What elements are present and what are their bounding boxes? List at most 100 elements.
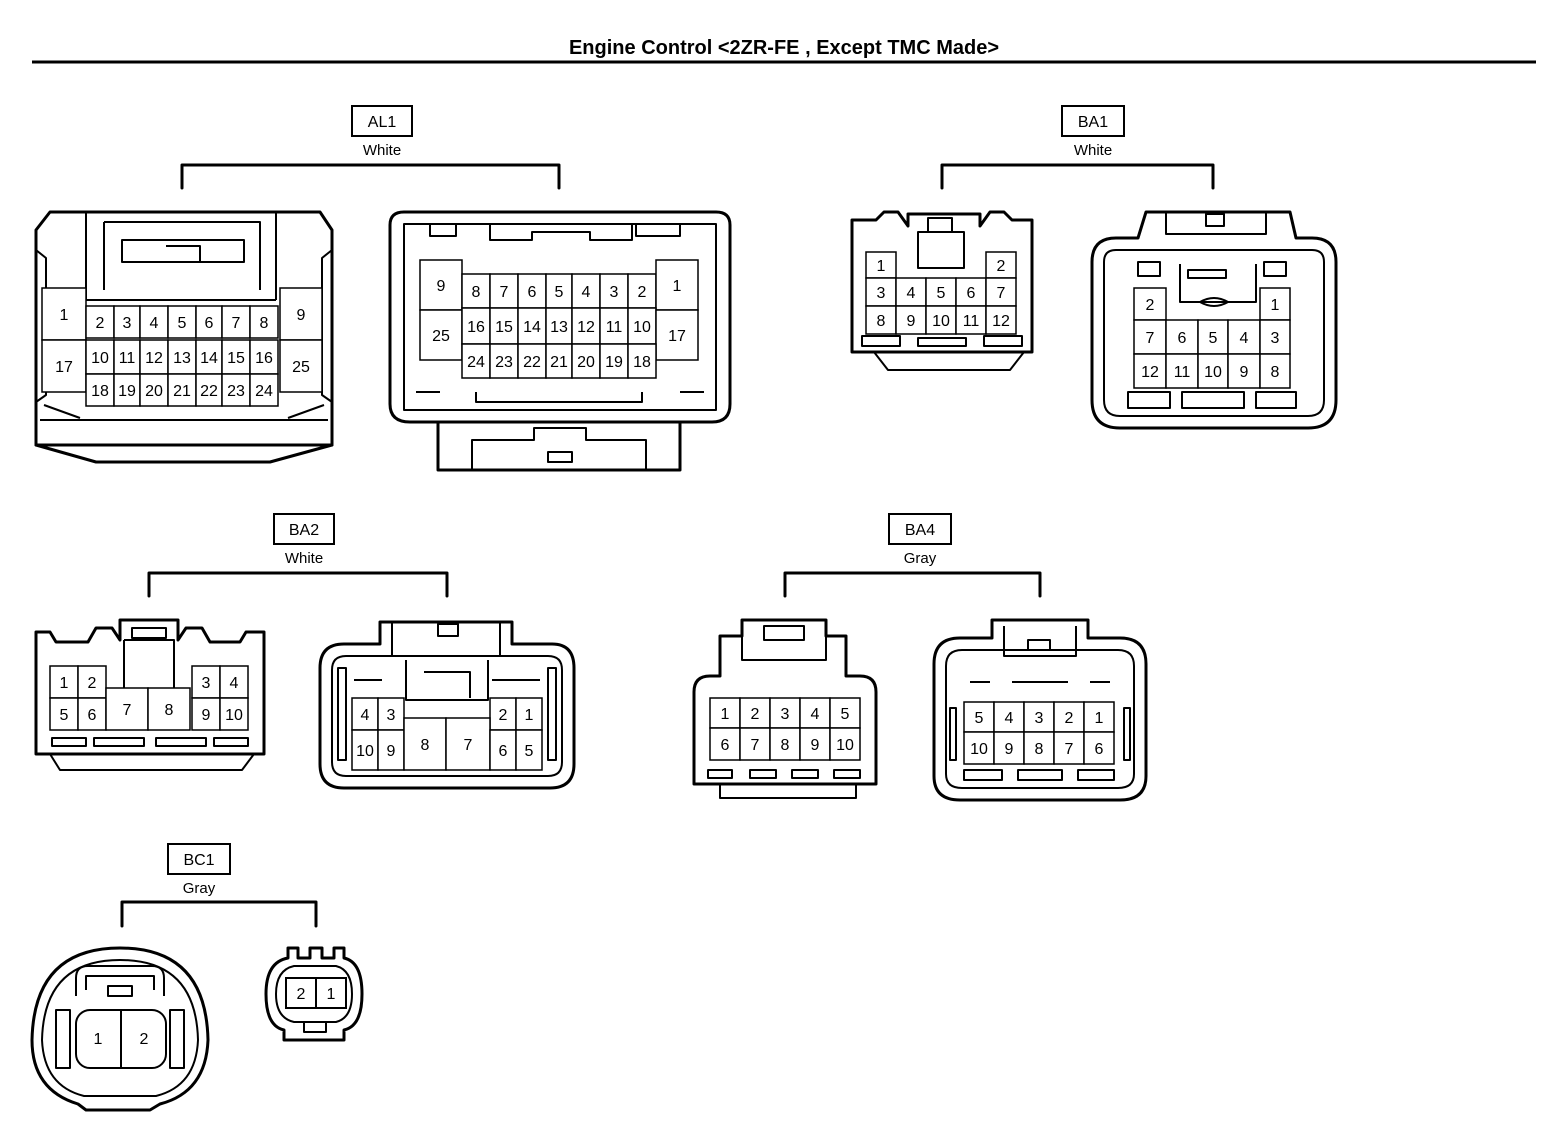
pin-label: 9 — [297, 307, 306, 324]
pin-cell — [865, 277, 897, 307]
pin-cell — [221, 305, 251, 339]
pin-label: 20 — [145, 383, 163, 400]
housing-skirt — [34, 443, 334, 464]
pin-label: 5 — [1209, 330, 1218, 347]
pin-label: 25 — [432, 328, 450, 345]
pin-cell — [351, 729, 379, 771]
pin-label: 6 — [967, 285, 976, 302]
housing-outline — [850, 210, 1034, 354]
pin-label: 11 — [1174, 364, 1191, 381]
pin-cell — [85, 373, 115, 407]
pin-cell — [1197, 319, 1229, 355]
pin-label: 3 — [877, 285, 886, 302]
pin-label: 8 — [260, 315, 269, 332]
bottom-lip — [40, 404, 328, 421]
bottom-slots — [861, 335, 1023, 347]
pin-cell — [627, 343, 657, 379]
pin-label: 10 — [225, 707, 243, 724]
pin-label: 5 — [937, 285, 946, 302]
housing-skirt — [873, 351, 1025, 371]
pin-cell — [517, 307, 547, 345]
pin-label: 13 — [550, 319, 568, 336]
top-keys — [429, 224, 681, 241]
pin-cell — [139, 339, 169, 375]
pin-cell — [545, 307, 573, 345]
pin-label: 17 — [55, 359, 73, 376]
latch — [741, 625, 827, 661]
pin-cell — [279, 287, 323, 341]
housing-outline — [932, 618, 1148, 802]
pin-label: 2 — [96, 315, 105, 332]
side-rails — [55, 1009, 185, 1069]
pin-label: 7 — [1146, 330, 1155, 347]
pin-cell — [769, 727, 801, 761]
pin-label: 3 — [781, 706, 790, 723]
latch-tab — [121, 239, 245, 263]
pin-label: 9 — [202, 707, 211, 724]
pin-label: 4 — [361, 707, 370, 724]
connector-id: AL1 — [368, 114, 397, 131]
pin-cell — [993, 701, 1025, 733]
pin-cell — [829, 727, 861, 761]
pin-cell — [1133, 287, 1167, 321]
pin-label: 10 — [836, 737, 854, 754]
pin-label: 3 — [387, 707, 396, 724]
connector-view-left — [34, 210, 334, 464]
pin-cell — [1165, 319, 1199, 355]
pin-label: 7 — [751, 737, 760, 754]
pin-label: 9 — [387, 743, 396, 760]
pin-cell — [1165, 353, 1199, 389]
lock-key — [303, 1022, 327, 1033]
pin-label: 2 — [499, 707, 508, 724]
pin-cell — [221, 339, 251, 375]
pin-cell — [1197, 353, 1229, 389]
pin-label: 6 — [205, 315, 214, 332]
pin-cell — [545, 343, 573, 379]
pin-label: 6 — [721, 737, 730, 754]
pin-cell — [403, 717, 447, 771]
pin-label: 10 — [633, 319, 651, 336]
pin-label: 6 — [88, 707, 97, 724]
pin-label: 22 — [200, 383, 218, 400]
pin-label: 7 — [500, 284, 509, 301]
pin-cell — [1023, 731, 1055, 765]
pin-cell — [599, 343, 629, 379]
pin-cell — [113, 305, 141, 339]
connector-bracket — [180, 163, 561, 190]
pin-label: 7 — [1065, 741, 1074, 758]
pin-label: 4 — [907, 285, 916, 302]
pin-label: 8 — [1035, 741, 1044, 758]
pin-cell — [77, 665, 107, 699]
connector-id-box — [351, 105, 413, 137]
pin-label: 24 — [467, 354, 485, 371]
pin-label: 8 — [472, 284, 481, 301]
pin-label: 1 — [60, 675, 69, 692]
pin-label: 5 — [178, 315, 187, 332]
pin-label: 18 — [633, 354, 651, 371]
pin-cell — [377, 729, 405, 771]
lock-tab — [1003, 626, 1077, 657]
connector-bc1: BC1 Gray 1 2 2 1 — [30, 843, 364, 1112]
pin-cell — [655, 309, 699, 361]
connector-color: Gray — [183, 880, 216, 897]
housing-skirt — [719, 784, 857, 799]
lower-lock — [436, 420, 682, 472]
pin-cell — [249, 305, 279, 339]
pin-cell — [895, 305, 927, 335]
pin-cell — [195, 373, 223, 407]
latch-key — [107, 985, 133, 997]
bottom-slots — [1127, 391, 1297, 409]
pin-label: 10 — [91, 350, 109, 367]
pin-label: 10 — [1204, 364, 1222, 381]
pin-cell — [1259, 287, 1291, 321]
pin-label: 1 — [60, 307, 69, 324]
pin-label: 2 — [638, 284, 647, 301]
housing-inner — [1103, 249, 1325, 417]
connector-id-box — [167, 843, 231, 875]
pin-cell — [1053, 701, 1085, 733]
